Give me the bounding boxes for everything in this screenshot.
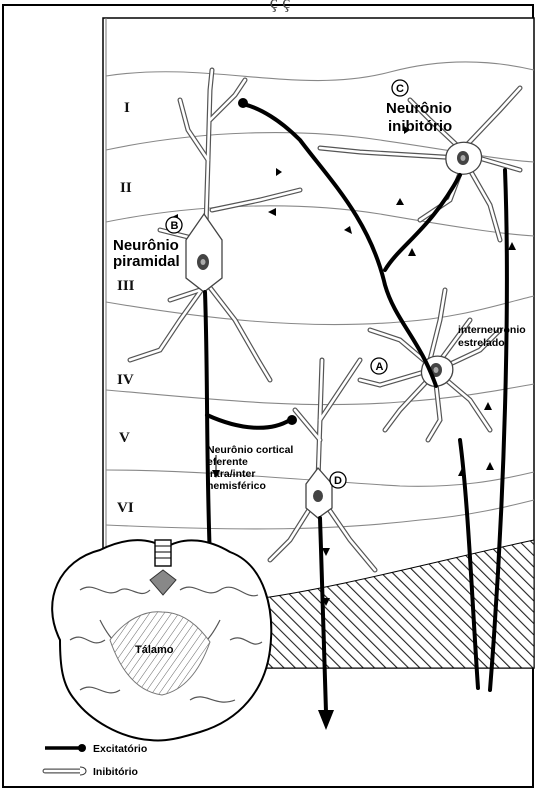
- label-efferent-line3: intra/inter: [207, 468, 255, 480]
- label-inhibitory-line2: inibitório: [388, 118, 452, 135]
- svg-text:B: B: [171, 220, 179, 232]
- layer-label-4: IV: [117, 372, 134, 388]
- label-pyramidal-line1: Neurônio: [113, 237, 179, 254]
- legend-excitatory-label: Excitatório: [93, 743, 147, 755]
- thalamus-label: Tálamo: [135, 644, 174, 656]
- label-stellate-line2: estrelado: [458, 337, 505, 349]
- svg-text:A: A: [376, 361, 384, 373]
- label-efferent-line1: Neurônio cortical: [207, 444, 293, 456]
- layer-label-6: VI: [117, 500, 134, 516]
- efferent-arrowhead: [318, 710, 334, 730]
- neuron-badge-a: A: [371, 358, 387, 374]
- svg-text:D: D: [334, 475, 342, 487]
- layer-label-1: I: [124, 100, 130, 116]
- neuron-badge-b: B: [166, 217, 182, 233]
- label-stellate-line1: interneurônio: [458, 324, 526, 336]
- label-inhibitory-line1: Neurônio: [386, 100, 452, 117]
- legend: Excitatório Inibitório: [45, 743, 147, 778]
- brain-section: Tálamo: [52, 540, 271, 741]
- synapse-terminal-2: [287, 415, 297, 425]
- legend-inhibitory-label: Inibitório: [93, 766, 138, 778]
- neuron-badge-c: C: [392, 80, 408, 96]
- label-efferent-line4: hemisférico: [207, 480, 266, 492]
- label-efferent-line2: eferente: [207, 456, 248, 468]
- synapse-terminal-1: [238, 98, 248, 108]
- neuron-badge-d: D: [330, 472, 346, 488]
- svg-text:C: C: [396, 83, 404, 95]
- layer-label-3: III: [117, 278, 135, 294]
- layer-label-2: II: [120, 180, 132, 196]
- layer-label-5: V: [119, 430, 130, 446]
- label-pyramidal-line2: piramidal: [113, 253, 180, 270]
